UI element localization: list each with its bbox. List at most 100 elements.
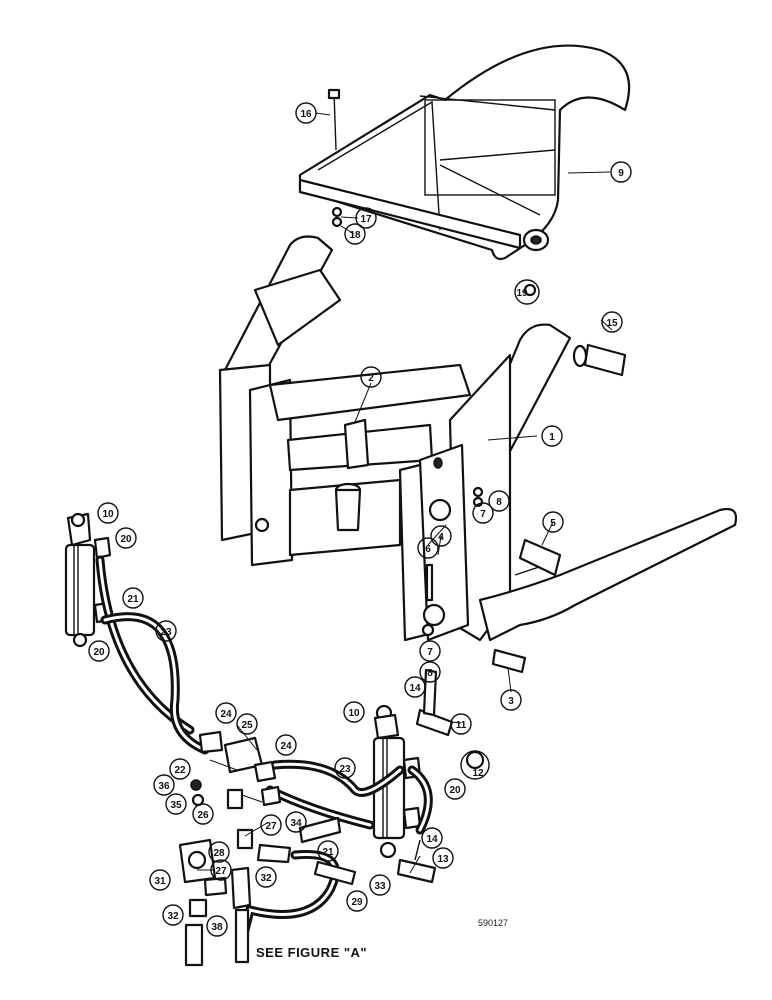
callout-20b: 20 [88, 640, 110, 662]
svg-text:8: 8 [496, 497, 502, 508]
figure-caption: SEE FIGURE "A" [256, 945, 368, 960]
svg-text:19: 19 [516, 288, 528, 299]
svg-text:20: 20 [93, 647, 105, 658]
svg-text:16: 16 [300, 109, 312, 120]
svg-text:25: 25 [241, 720, 253, 731]
callout-13: 13 [432, 847, 454, 869]
callout-leaders [197, 112, 613, 874]
svg-text:9: 9 [618, 168, 624, 179]
callout-21a: 21 [122, 587, 144, 609]
svg-text:12: 12 [472, 768, 484, 779]
callout-35: 35 [165, 793, 187, 815]
svg-text:24: 24 [280, 741, 292, 752]
callout-24b: 24 [275, 734, 297, 756]
svg-text:28: 28 [213, 848, 225, 859]
small-hardware [327, 88, 537, 861]
callout-16: 16 [295, 102, 317, 124]
callout-11: 11 [450, 713, 472, 735]
callout-25: 25 [236, 713, 258, 735]
svg-text:32: 32 [167, 911, 179, 922]
callout-17: 17 [355, 207, 377, 229]
callout-31: 31 [149, 869, 171, 891]
svg-text:11: 11 [456, 720, 467, 731]
callout-19: 19 [514, 279, 540, 305]
callout-7b: 7 [419, 640, 441, 662]
svg-text:34: 34 [290, 818, 302, 829]
svg-text:7: 7 [480, 509, 486, 520]
callout-8b: 8 [419, 661, 441, 683]
callout-38: 38 [206, 915, 228, 937]
callout-14b: 14 [421, 827, 443, 849]
svg-text:31: 31 [154, 876, 166, 887]
callout-20a: 20 [115, 527, 137, 549]
callout-23b: 23 [334, 757, 356, 779]
svg-text:17: 17 [360, 214, 372, 225]
callout-6: 6 [417, 537, 439, 559]
valve-fittings-cluster [178, 730, 357, 967]
callout-1: 1 [541, 425, 563, 447]
callout-29: 29 [346, 890, 368, 912]
callout-33: 33 [369, 874, 391, 896]
svg-text:10: 10 [102, 509, 114, 520]
svg-text:14: 14 [426, 834, 438, 845]
svg-text:23: 23 [160, 627, 172, 638]
callout-14a: 14 [404, 676, 426, 698]
callout-23a: 23 [155, 620, 177, 642]
callout-27a: 27 [260, 814, 282, 836]
loader-frame-part-1 [218, 235, 738, 674]
callout-21b: 21 [317, 840, 339, 862]
svg-text:5: 5 [550, 518, 556, 529]
svg-text:33: 33 [374, 881, 386, 892]
callout-26: 26 [192, 803, 214, 825]
svg-text:24: 24 [220, 709, 232, 720]
svg-text:23: 23 [339, 764, 351, 775]
svg-text:2: 2 [368, 373, 374, 384]
callout-24a: 24 [215, 702, 237, 724]
svg-text:20: 20 [449, 785, 461, 796]
callout-32a: 32 [255, 866, 277, 888]
callout-5: 5 [542, 511, 564, 533]
callout-10a: 10 [97, 502, 119, 524]
callout-7a: 7 [472, 502, 494, 524]
svg-text:7: 7 [427, 647, 433, 658]
svg-text:10: 10 [348, 708, 360, 719]
svg-text:15: 15 [606, 318, 618, 329]
svg-text:21: 21 [127, 594, 139, 605]
svg-text:13: 13 [437, 854, 449, 865]
callout-28: 28 [208, 841, 230, 863]
callout-bubbles: 1 2 3 4 5 6 7 7 8 8 9 10 10 11 12 13 14 … [88, 102, 632, 937]
callout-12: 12 [460, 750, 490, 780]
callout-32b: 32 [162, 904, 184, 926]
callout-4: 4 [430, 525, 452, 547]
svg-text:22: 22 [174, 765, 186, 776]
callout-18: 18 [344, 223, 366, 245]
svg-text:8: 8 [427, 668, 433, 679]
svg-text:26: 26 [197, 810, 209, 821]
callout-27b: 27 [210, 859, 232, 881]
svg-text:3: 3 [508, 696, 514, 707]
callout-2: 2 [360, 366, 382, 388]
svg-text:20: 20 [120, 534, 132, 545]
callout-34: 34 [285, 811, 307, 833]
svg-text:35: 35 [170, 800, 182, 811]
svg-text:14: 14 [409, 683, 421, 694]
callout-8a: 8 [488, 490, 510, 512]
svg-text:29: 29 [351, 897, 363, 908]
svg-text:27: 27 [265, 821, 277, 832]
svg-text:21: 21 [322, 847, 334, 858]
svg-text:4: 4 [438, 532, 444, 543]
callout-10b: 10 [343, 701, 365, 723]
callout-20c: 20 [444, 778, 466, 800]
callout-15: 15 [601, 311, 623, 333]
document-number: 590127 [478, 918, 509, 928]
svg-text:32: 32 [260, 873, 272, 884]
callout-36: 36 [153, 774, 175, 796]
svg-text:27: 27 [215, 866, 227, 877]
callout-22: 22 [169, 758, 191, 780]
svg-text:18: 18 [349, 230, 361, 241]
svg-text:1: 1 [549, 432, 555, 443]
callout-3: 3 [500, 689, 522, 711]
callout-9: 9 [610, 161, 632, 183]
svg-text:6: 6 [425, 544, 431, 555]
